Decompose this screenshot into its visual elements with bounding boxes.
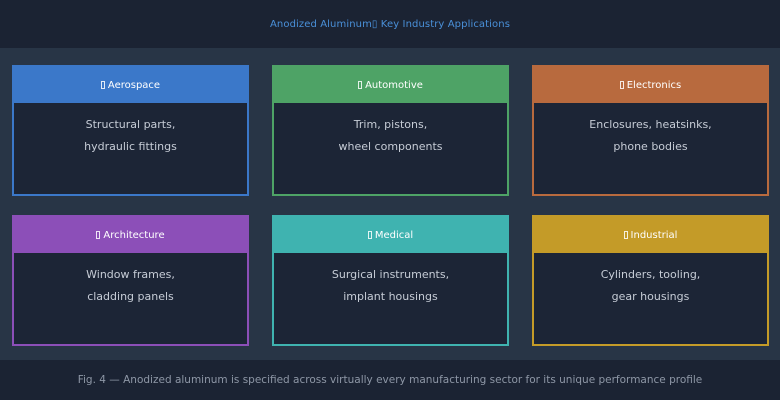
medical-icon [367,231,372,239]
card-line: cladding panels [87,290,174,303]
card-header: Industrial [534,217,767,253]
card-line: Cylinders, tooling, [600,268,701,281]
card-medical: Medical Surgical instruments, implant ho… [272,215,509,346]
card-header: Architecture [14,217,247,253]
card-body: Window frames, cladding panels [14,253,247,308]
card-aerospace: Aerospace Structural parts, hydraulic fi… [12,65,249,196]
card-body: Trim, pistons, wheel components [274,103,507,158]
card-body: Cylinders, tooling, gear housings [534,253,767,308]
diagram-title: Anodized Aluminum▯ Key Industry Applicat… [269,18,511,30]
card-label: Industrial [630,229,678,241]
card-line: phone bodies [613,140,688,153]
card-line: Surgical instruments, [331,268,450,281]
card-line: Window frames, [86,268,175,281]
card-header: Medical [274,217,507,253]
header: Anodized Aluminum▯ Key Industry Applicat… [0,0,780,48]
card-header: Electronics [534,67,767,103]
figure-caption: Fig. 4 — Anodized aluminum is specified … [77,374,703,386]
card-line: gear housings [611,290,690,303]
chip-icon [619,81,624,89]
factory-icon [623,231,628,239]
card-architecture: Architecture Window frames, cladding pan… [12,215,249,346]
card-line: Trim, pistons, [353,118,428,131]
card-line: implant housings [343,290,438,303]
card-body: Surgical instruments, implant housings [274,253,507,308]
car-icon [358,81,363,89]
card-label: Automotive [365,79,423,91]
card-header: Aerospace [14,67,247,103]
airplane-icon [100,81,105,89]
card-body: Structural parts, hydraulic fittings [14,103,247,158]
card-industrial: Industrial Cylinders, tooling, gear hous… [532,215,769,346]
card-line: wheel components [338,140,443,153]
card-electronics: Electronics Enclosures, heatsinks, phone… [532,65,769,196]
card-label: Aerospace [107,79,161,91]
building-icon [96,231,101,239]
footer: Fig. 4 — Anodized aluminum is specified … [0,360,780,400]
card-label: Architecture [103,229,165,241]
card-line: Structural parts, [85,118,176,131]
card-line: Enclosures, heatsinks, [589,118,712,131]
card-label: Electronics [626,79,682,91]
card-header: Automotive [274,67,507,103]
card-label: Medical [374,229,414,241]
card-automotive: Automotive Trim, pistons, wheel componen… [272,65,509,196]
card-line: hydraulic fittings [84,140,177,153]
card-body: Enclosures, heatsinks, phone bodies [534,103,767,158]
